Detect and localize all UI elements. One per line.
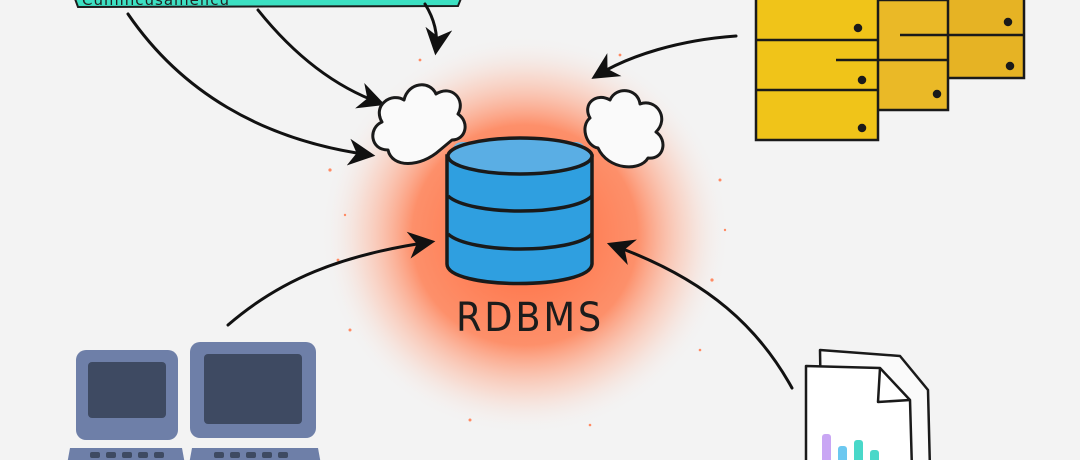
ledger-stack-icon [754,0,1026,142]
arrow-from-terminals [226,231,436,327]
arrows-from-banner [126,2,453,166]
arrow-from-report [606,239,794,390]
report-document-icon [804,348,932,460]
banner-icon [74,0,462,9]
report-chart-bars [822,434,879,460]
computer-terminals-icon [67,342,321,460]
rdbms-label: RDBMS [455,295,605,341]
database-icon [445,136,594,286]
arrow-from-ledger [591,34,738,79]
steam-puff-icon [371,83,665,169]
banner-text: Cumincusamelicu [82,0,230,9]
